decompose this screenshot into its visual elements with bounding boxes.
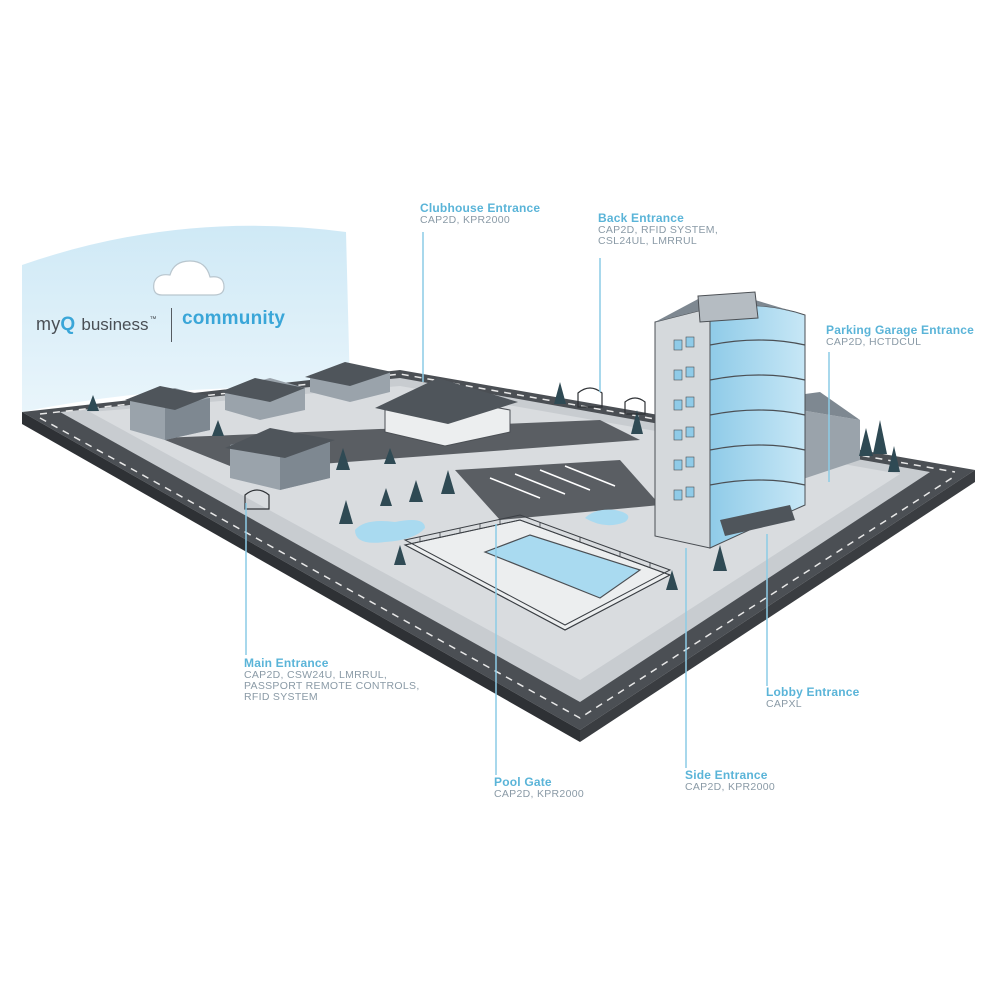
callout-title: Clubhouse Entrance — [420, 201, 541, 215]
callout-products: CAP2D, HCTDCUL — [826, 335, 922, 348]
callout-title: Main Entrance — [244, 656, 329, 670]
gates — [244, 387, 646, 510]
callout-products: CAP2D, KPR2000 — [494, 787, 584, 800]
callout-products: CAP2D, RFID SYSTEM, — [598, 223, 719, 236]
trademark: ™ — [149, 315, 157, 323]
callout-pool: Pool Gate CAP2D, KPR2000 — [494, 776, 584, 800]
callout-lobby: Lobby Entrance CAPXL — [766, 686, 859, 710]
callout-parking: Parking Garage Entrance CAP2D, HCTDCUL — [826, 324, 974, 348]
callout-products: CAPXL — [766, 697, 802, 710]
callout-main: Main Entrance CAP2D, CSW24U, LMRRUL, PAS… — [244, 657, 420, 703]
pond-left — [355, 520, 425, 543]
callout-title: Lobby Entrance — [766, 685, 860, 699]
trees — [87, 382, 900, 590]
houses — [125, 362, 392, 490]
cloud-icon — [153, 260, 225, 296]
clubhouse — [375, 378, 518, 447]
office-tower — [654, 291, 806, 549]
pool-fence — [403, 514, 672, 631]
parking-lines — [489, 465, 616, 499]
brand-logo: myQ business ™ community — [36, 308, 285, 342]
leader-lines — [245, 232, 830, 775]
callout-title: Back Entrance — [598, 211, 684, 225]
callout-side: Side Entrance CAP2D, KPR2000 — [685, 769, 775, 793]
pond-right — [585, 509, 629, 526]
callout-title: Pool Gate — [494, 775, 552, 789]
callout-title: Parking Garage Entrance — [826, 323, 974, 337]
myq-logo: myQ — [36, 314, 76, 335]
callout-products: CSL24UL, LMRRUL — [598, 234, 698, 247]
road-edge — [22, 412, 580, 742]
callout-clubhouse: Clubhouse Entrance CAP2D, KPR2000 — [420, 202, 540, 226]
callout-products: CAP2D, KPR2000 — [420, 213, 510, 226]
callout-products: CAP2D, CSW24U, LMRRUL, — [244, 668, 388, 681]
callout-title: Side Entrance — [685, 768, 768, 782]
brand-segment: community — [182, 308, 286, 329]
sky-banner — [22, 225, 350, 412]
pool-water — [483, 534, 642, 599]
callout-products: PASSPORT REMOTE CONTROLS, — [244, 679, 420, 692]
callout-back: Back Entrance CAP2D, RFID SYSTEM, CSL24U… — [598, 212, 718, 247]
callout-products: RFID SYSTEM — [244, 690, 318, 703]
brand-divider — [170, 308, 172, 342]
callout-products: CAP2D, KPR2000 — [685, 780, 775, 793]
brand-product: business — [81, 315, 149, 334]
